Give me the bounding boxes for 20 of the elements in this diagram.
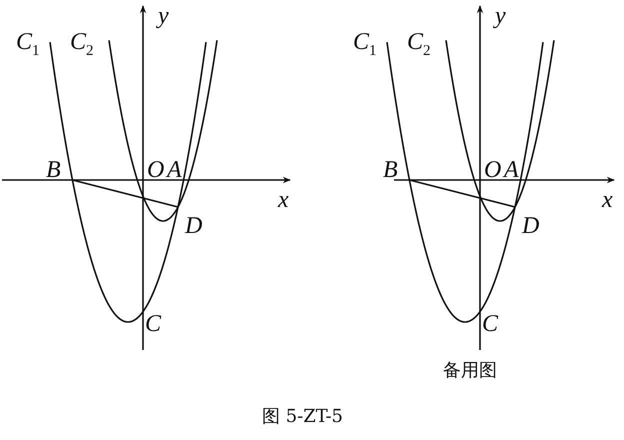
- axis-label: x: [602, 188, 613, 212]
- point-label: B: [383, 158, 398, 182]
- point-label: O: [147, 158, 164, 182]
- point-label: O: [484, 158, 502, 182]
- axis-label: y: [158, 4, 169, 28]
- curve-label: C$_{1}$: [16, 30, 40, 59]
- axis-label: x: [278, 188, 289, 212]
- point-label: D: [185, 214, 202, 238]
- point-label: D: [522, 214, 540, 238]
- point-label: A: [504, 158, 519, 182]
- curve-label: C$_{1}$: [353, 30, 377, 59]
- curve-label: C$_{2}$: [70, 30, 94, 59]
- axis-label: y: [495, 4, 506, 28]
- point-label: B: [46, 158, 61, 182]
- figure-caption: 图 5-ZT-5: [262, 408, 343, 426]
- curve-label: C$_{2}$: [407, 30, 431, 59]
- figure-note: 备用图: [443, 362, 497, 380]
- point-label: A: [167, 158, 182, 182]
- point-label: C: [145, 312, 162, 336]
- point-label: C: [482, 312, 498, 336]
